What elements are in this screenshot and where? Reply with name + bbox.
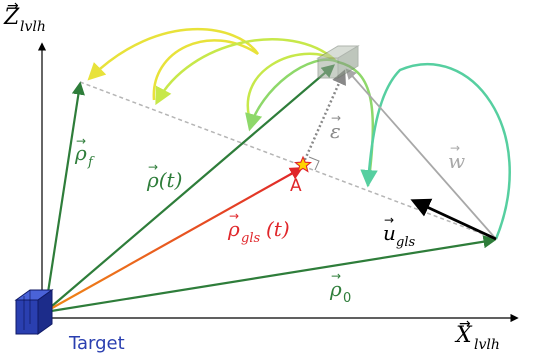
svg-text:→: → bbox=[76, 134, 86, 148]
epsilon-label: ε → bbox=[330, 111, 341, 143]
svg-text:u: u bbox=[383, 221, 396, 245]
svg-text:w: w bbox=[448, 149, 465, 173]
svg-text:→: → bbox=[148, 160, 158, 174]
svg-text:→: → bbox=[229, 209, 239, 223]
svg-text:gls: gls bbox=[396, 235, 415, 250]
svg-text:ρ: ρ bbox=[329, 277, 342, 301]
svg-text:Z: Z bbox=[3, 5, 20, 30]
svg-text:lvlh: lvlh bbox=[474, 337, 500, 353]
x-axis-label: X → lvlh bbox=[454, 316, 500, 353]
point-a-label: A bbox=[290, 176, 302, 196]
svg-text:lvlh: lvlh bbox=[20, 19, 46, 35]
svg-text:ρ(t): ρ(t) bbox=[146, 168, 182, 192]
svg-text:gls: gls bbox=[241, 231, 260, 246]
rho-t-vector bbox=[44, 64, 336, 313]
rho-t-label: ρ(t) → bbox=[146, 160, 182, 192]
trajectory-loop-4 bbox=[360, 63, 511, 240]
rho-0-vector bbox=[44, 235, 497, 314]
epsilon-vector bbox=[301, 69, 346, 165]
u-gls-vector bbox=[410, 198, 497, 241]
z-axis-label: Z → lvlh bbox=[3, 0, 46, 35]
gray-cube-icon bbox=[316, 45, 360, 79]
svg-text:(t): (t) bbox=[266, 217, 290, 241]
u-gls-label: u → gls bbox=[383, 213, 415, 250]
svg-text:→: → bbox=[459, 316, 471, 332]
svg-text:X: X bbox=[454, 323, 473, 348]
svg-text:ε: ε bbox=[330, 119, 341, 143]
star-icon bbox=[293, 155, 313, 173]
svg-text:ρ: ρ bbox=[74, 141, 87, 165]
rho-0-label: ρ → 0 bbox=[329, 269, 351, 306]
right-angle-marker bbox=[308, 156, 320, 171]
rho-f-label: ρ → f bbox=[74, 134, 95, 170]
svg-text:→: → bbox=[450, 141, 460, 155]
w-label: w → bbox=[448, 141, 465, 173]
svg-text:→: → bbox=[384, 213, 394, 227]
blue-cube-icon bbox=[14, 289, 54, 335]
target-label: Target bbox=[68, 333, 125, 354]
rho-gls-label: ρ → gls (t) bbox=[227, 209, 290, 246]
trajectory-loop-1 bbox=[87, 27, 260, 101]
svg-text:0: 0 bbox=[343, 291, 351, 306]
svg-text:ρ: ρ bbox=[227, 217, 240, 241]
svg-text:→: → bbox=[7, 0, 19, 14]
rho-f-vector bbox=[43, 81, 85, 313]
svg-text:→: → bbox=[331, 269, 341, 283]
trajectory-loop-2 bbox=[155, 38, 336, 127]
svg-text:→: → bbox=[331, 111, 341, 125]
w-vector bbox=[345, 68, 497, 240]
svg-text:f: f bbox=[87, 155, 95, 170]
rho-gls-vector bbox=[44, 168, 301, 313]
